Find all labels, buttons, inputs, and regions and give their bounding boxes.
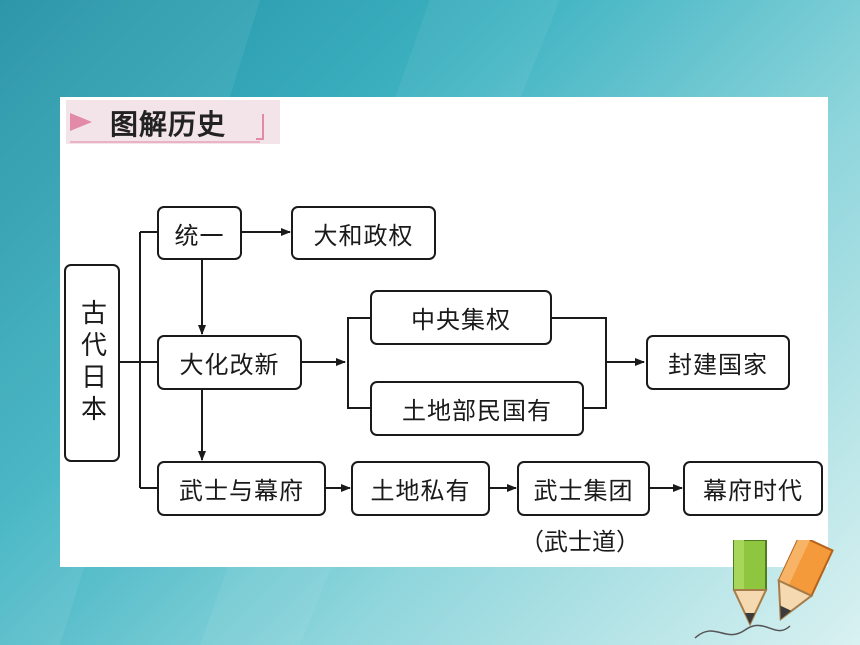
node-taika: 大化改新 [157,335,302,390]
node-feudal: 封建国家 [646,335,790,390]
orange-pencil-icon [777,540,834,622]
heading-bracket [256,114,264,140]
node-group: 武士集团 [517,461,650,516]
heading-title: 图解历史 [110,108,227,141]
play-arrow-icon [70,113,92,131]
node-central: 中央集权 [370,290,552,345]
node-yamato: 大和政权 [291,206,436,260]
node-landprivate: 土地私有 [351,461,490,516]
green-pencil-icon [732,540,768,627]
pencils-illustration [694,540,834,639]
bracket-left [347,317,370,409]
node-landpublic: 土地部民国有 [370,381,584,436]
node-shogunate: 幕府时代 [683,461,823,516]
note-bushido: （武士道） [520,528,640,556]
node-unify: 统一 [157,206,242,260]
heading-bar [66,100,280,144]
pencil-scribble [694,624,791,639]
node-root: 古代日本 [64,264,120,462]
node-samurai: 武士与幕府 [157,461,326,516]
heading-underline [70,141,260,143]
